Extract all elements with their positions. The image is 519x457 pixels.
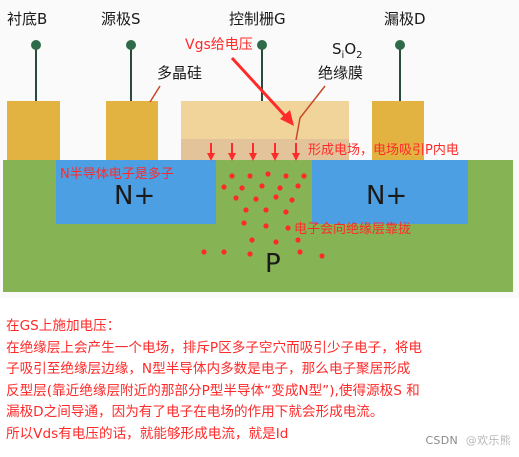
electron-dot [201, 249, 207, 255]
electron-dot [283, 173, 289, 179]
electron-dot [283, 209, 289, 215]
electron-dot [289, 197, 295, 203]
oxide-formula-i: i [342, 50, 345, 61]
drain-label: 漏极D [384, 10, 426, 28]
caption-line: 子吸引至绝缘层边缘，N型半导体内多数是电子，那么电子聚居形成 [6, 361, 411, 378]
substrate-label: 衬底B [7, 10, 47, 28]
oxide-label: 绝缘膜 [318, 64, 363, 82]
electron-dot [247, 173, 253, 179]
n-plus-left-label: N+ [114, 181, 155, 211]
caption-line: 漏极D之间导通，因为有了电子在电场的作用下就会形成电流。 [6, 404, 384, 421]
oxide-formula: SiO2 [332, 40, 363, 61]
watermark: CSDN @欢乐熊 [425, 432, 511, 448]
electron-dot [221, 249, 227, 255]
source-terminal-dot [126, 40, 136, 50]
n-plus-region-left [56, 160, 216, 224]
electron-dot [239, 185, 245, 191]
n-carriers-label: N半导体电子是多子 [60, 166, 174, 182]
field-arrow-head [249, 153, 257, 161]
field-arrow-head [228, 153, 236, 161]
electron-dot [301, 173, 307, 179]
electron-dot [229, 173, 235, 179]
field-formed-label: 形成电场，电场吸引P内电 [308, 142, 459, 158]
electron-dot [247, 251, 253, 257]
explanation-text: 在GS上施加电压： 在绝缘层上会产生一个电场，排斥P区多子空穴而吸引少子电子，将… [6, 316, 514, 446]
electron-dot [221, 184, 227, 190]
substrate-terminal-dot [31, 40, 41, 50]
electron-dot [295, 183, 301, 189]
electrons-move-label: 电子会向绝缘层靠拢 [294, 221, 411, 237]
electron-cluster [201, 171, 325, 259]
gate-terminal-dot [257, 40, 267, 50]
n-plus-right-label: N+ [366, 181, 407, 211]
watermark-csdn: CSDN [425, 434, 458, 447]
gate-voltage-arrow [230, 56, 289, 120]
field-arrow-head [292, 153, 300, 161]
field-arrow-head [207, 153, 215, 161]
electron-dot [243, 207, 249, 213]
gate-label: 控制栅G [229, 10, 286, 28]
electron-dot [285, 225, 291, 231]
caption-line: 在绝缘层上会产生一个电场，排斥P区多子空穴而吸引少子电子，将电 [6, 339, 423, 356]
caption-line: 反型层(靠近绝缘层附近的那部分P型半导体“变成N型”),使得源极S 和 [6, 382, 420, 399]
drain-contact [372, 101, 424, 160]
electron-dot [253, 196, 259, 202]
substrate-contact [7, 101, 60, 160]
p-region-label: P [265, 249, 281, 279]
electron-dot [295, 237, 301, 243]
electron-dot [277, 185, 283, 191]
polysilicon-gate [181, 101, 349, 139]
electron-dot [273, 194, 279, 200]
field-arrow-head [271, 153, 279, 161]
source-contact [106, 101, 158, 160]
mosfet-diagram: 衬底B 源极S 控制栅G 漏极D 多晶硅 SiO2 绝缘膜 Vgs给电压 形成电… [3, 10, 513, 292]
gate-voltage-label: Vgs给电压 [185, 37, 253, 53]
oxide-leader [295, 85, 326, 141]
polysilicon-label: 多晶硅 [157, 64, 202, 82]
polysilicon-leader [149, 85, 161, 103]
drain-terminal-dot [395, 40, 405, 50]
n-plus-region-right [312, 160, 468, 224]
electron-dot [263, 223, 269, 229]
source-label: 源极S [101, 10, 141, 28]
electron-dot [265, 171, 271, 177]
gate-oxide [181, 139, 349, 160]
caption-line: 所以Vds有电压的话，就能够形成电流，就是Id [6, 425, 289, 442]
electron-dot [241, 220, 247, 226]
caption-line: 在GS上施加电压： [6, 318, 121, 334]
oxide-formula-o: O [344, 40, 356, 58]
oxide-formula-2: 2 [356, 50, 362, 61]
electron-dot [263, 207, 269, 213]
electron-dot [233, 195, 239, 201]
electron-dot [259, 183, 265, 189]
electron-dot [273, 239, 279, 245]
oxide-formula-s: S [332, 40, 342, 58]
electric-field-arrows [207, 143, 300, 161]
electron-dot [249, 237, 255, 243]
electron-dot [319, 253, 325, 259]
electron-dot [297, 249, 303, 255]
gate-voltage-arrowhead [280, 110, 294, 126]
watermark-author: @欢乐熊 [465, 434, 511, 447]
